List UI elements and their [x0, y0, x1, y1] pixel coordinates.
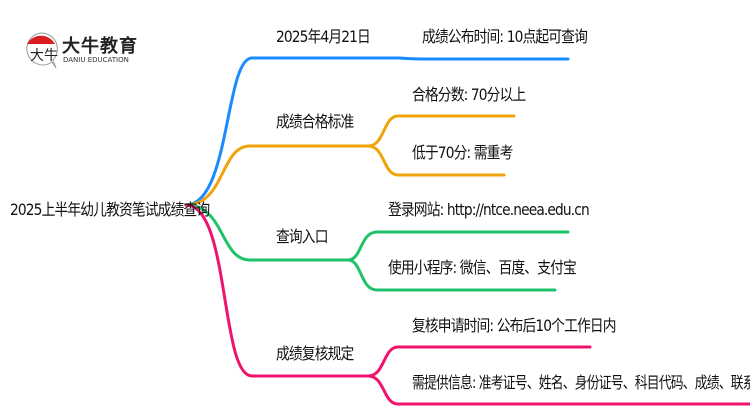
branch-4-label: 成绩复核规定 — [276, 344, 354, 363]
logo-name: 大牛教育 — [62, 36, 138, 57]
logo-subtitle: DANIU EDUCATION — [63, 56, 129, 64]
branch-1-label: 2025年4月21日 — [276, 27, 371, 46]
svg-text:大牛: 大牛 — [30, 48, 58, 64]
branch-line-2a — [366, 114, 516, 148]
branch-3-label: 查询入口 — [276, 227, 328, 246]
branch-4-child-2: 需提供信息: 准考证号、姓名、身份证号、科目代码、成绩、联系电话 — [412, 373, 750, 392]
branch-3-child-2: 使用小程序: 微信、百度、支付宝 — [388, 258, 577, 277]
root-topic: 2025上半年幼儿教资笔试成绩查询 — [10, 200, 210, 219]
branch-line-3 — [184, 203, 352, 262]
logo-mark-icon: 大牛 — [26, 32, 58, 69]
logo: 大牛 大牛教育 DANIU EDUCATION — [22, 30, 162, 70]
branch-line-4a — [366, 345, 592, 378]
branch-line-3a — [346, 230, 570, 262]
branch-line-4b — [366, 374, 750, 406]
branch-2-label: 成绩合格标准 — [276, 112, 354, 131]
branch-4-child-1: 复核申请时间: 公布后10个工作日内 — [412, 316, 617, 335]
branch-line-2 — [184, 144, 372, 207]
branch-line-3b — [346, 258, 557, 292]
branch-3-child-1: 登录网站: http://ntce.neea.edu.cn — [388, 200, 590, 219]
branch-2-child-1: 合格分数: 70分以上 — [412, 85, 526, 104]
branch-line-4 — [184, 203, 372, 378]
branch-1-child-1: 成绩公布时间: 10点起可查询 — [422, 27, 588, 46]
branch-2-child-2: 低于70分: 需重考 — [412, 143, 513, 162]
branch-line-2b — [366, 144, 506, 177]
branch-line-1 — [184, 56, 570, 207]
